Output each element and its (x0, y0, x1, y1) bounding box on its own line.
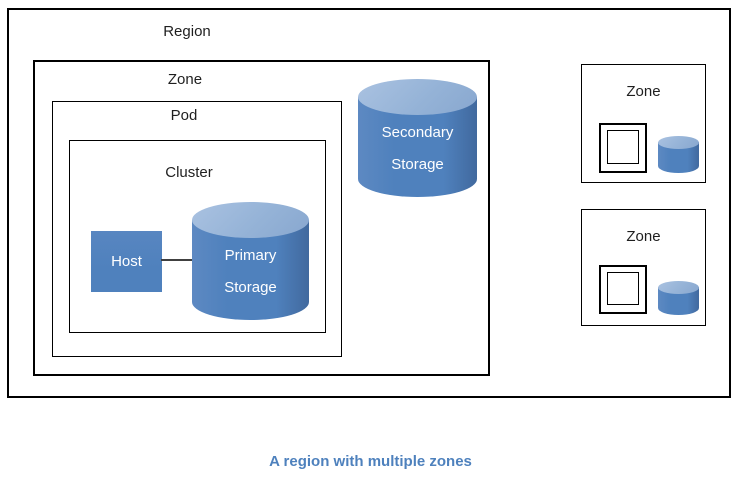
primary-storage-label: Primary Storage (192, 240, 309, 304)
host-label: Host (111, 253, 142, 270)
pod-label: Pod (170, 107, 198, 124)
zone-2-cluster-icon (607, 130, 639, 164)
secondary-storage-label-line2: Storage (391, 156, 444, 173)
cluster-box (69, 140, 326, 333)
cylinder-top (658, 281, 699, 294)
primary-storage-label-line1: Primary (224, 247, 277, 264)
zone-2-pod-icon (599, 123, 647, 173)
zone-2-label: Zone (626, 83, 661, 100)
diagram-caption: A region with multiple zones (269, 453, 472, 470)
cylinder-top (358, 79, 477, 115)
zone-label: Zone (167, 71, 203, 88)
zone-2-storage-cylinder-icon (658, 136, 699, 173)
zone-3-cluster-icon (607, 272, 639, 305)
primary-storage-label-line2: Storage (224, 279, 277, 296)
zone-box (33, 60, 490, 376)
primary-storage-cylinder: Primary Storage (192, 202, 309, 320)
zone-3-box: Zone (581, 209, 706, 326)
zone-3-label: Zone (626, 228, 661, 245)
region-label: Region (163, 23, 211, 40)
secondary-storage-cylinder: Secondary Storage (358, 79, 477, 197)
region-box (7, 8, 731, 398)
cylinder-top (658, 136, 699, 149)
secondary-storage-label: Secondary Storage (358, 117, 477, 181)
pod-box (52, 101, 342, 357)
zone-3-pod-icon (599, 265, 647, 314)
zone-3-storage-cylinder-icon (658, 281, 699, 315)
host-storage-connector (161, 259, 193, 261)
zone-2-box: Zone (581, 64, 706, 183)
cluster-label: Cluster (165, 164, 213, 181)
cylinder-top (192, 202, 309, 238)
host-node: Host (91, 231, 162, 292)
secondary-storage-label-line1: Secondary (381, 124, 454, 141)
